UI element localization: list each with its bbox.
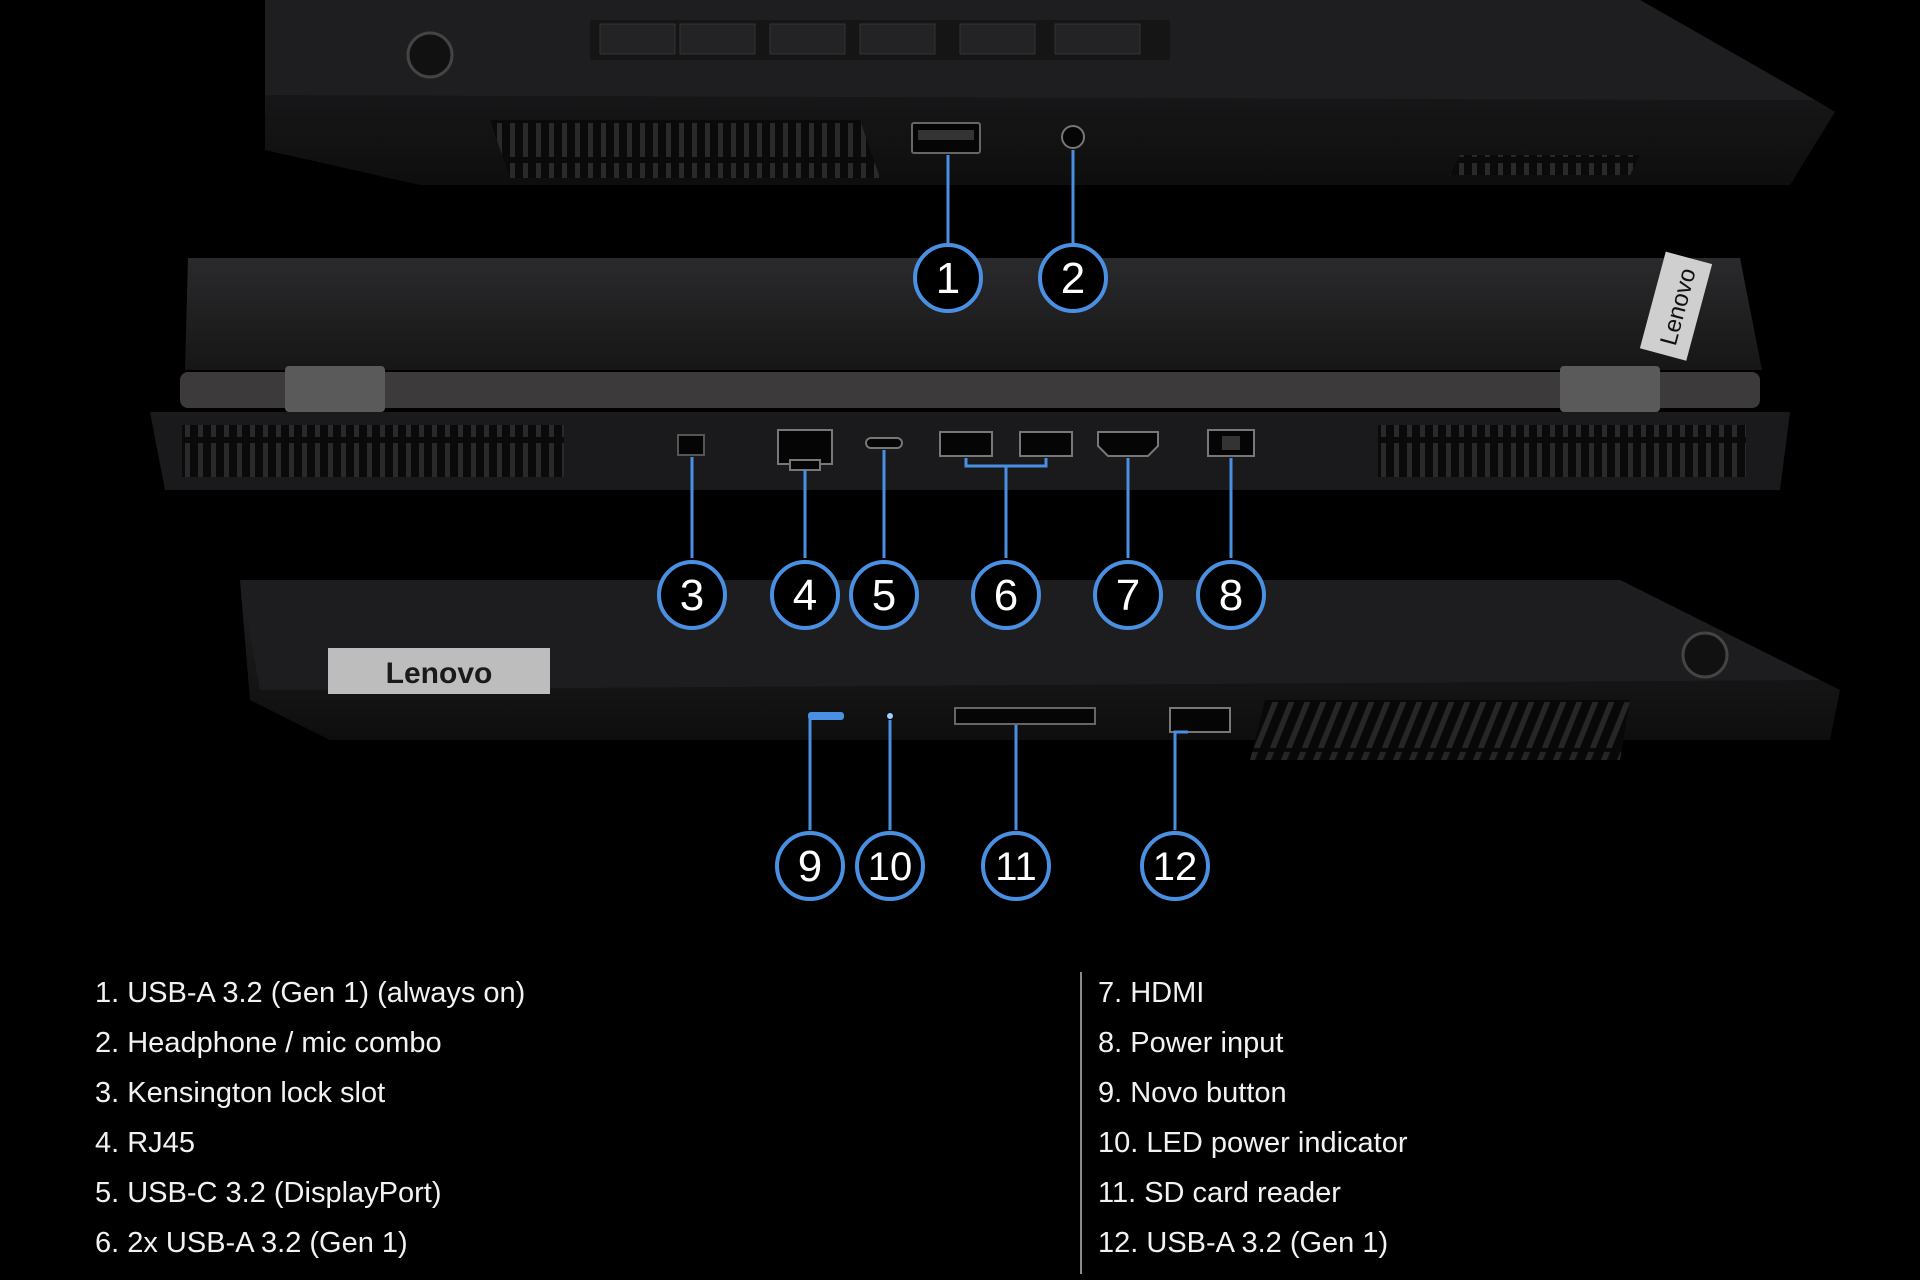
usb-a-port-rear-1	[939, 431, 993, 457]
legend-item: 11. SD card reader	[1098, 1177, 1341, 1209]
hdmi-port	[1097, 431, 1159, 457]
sd-card-slot	[954, 707, 1096, 725]
legend-right: 7. HDMI 8. Power input 9. Novo button 10…	[1098, 968, 1408, 1268]
lenovo-badge-icon	[406, 31, 454, 79]
legend-item: 10. LED power indicator	[1098, 1127, 1408, 1159]
rj45-port	[777, 429, 833, 465]
callout-number: 11	[995, 845, 1037, 889]
callout-number: 10	[868, 845, 913, 889]
callout-number: 1	[936, 254, 960, 303]
left-side-view: Lenovo	[240, 580, 1840, 760]
callout-7: 7	[1093, 560, 1163, 630]
callout-9: 9	[775, 831, 845, 901]
legend-left: 1. USB-A 3.2 (Gen 1) (always on) 2. Head…	[95, 968, 525, 1268]
callout-lines	[690, 150, 1233, 830]
rear-vent-left	[182, 425, 564, 477]
callout-number: 3	[680, 571, 704, 620]
lenovo-logo-plate: Lenovo	[328, 648, 550, 694]
callout-number: 5	[872, 571, 896, 620]
callout-6: 6	[971, 560, 1041, 630]
headphone-jack	[1061, 125, 1085, 149]
legend-item: 12. USB-A 3.2 (Gen 1)	[1098, 1227, 1389, 1259]
legend-item: 2. Headphone / mic combo	[95, 1027, 442, 1059]
callout-number: 8	[1219, 571, 1243, 620]
lenovo-logo-text: Lenovo	[386, 657, 493, 690]
callout-2: 2	[1038, 243, 1108, 313]
callout-number: 12	[1153, 845, 1198, 889]
legend-item: 9. Novo button	[1098, 1077, 1287, 1109]
callout-number: 7	[1116, 571, 1140, 620]
callout-number: 6	[994, 571, 1018, 620]
callouts: 1 2 3 4 5 6 7 8	[657, 243, 1266, 901]
callout-10: 10	[855, 831, 925, 901]
rear-vent-right	[1378, 425, 1746, 477]
callout-8: 8	[1196, 560, 1266, 630]
legend-divider	[1080, 972, 1082, 1274]
callout-11: 11	[981, 831, 1051, 901]
callout-3: 3	[657, 560, 727, 630]
legend-item: 3. Kensington lock slot	[95, 1077, 386, 1109]
callout-number: 9	[798, 842, 822, 891]
usb-c-port	[865, 437, 903, 449]
usb-a-port-left	[1169, 707, 1231, 733]
legend-item: 8. Power input	[1098, 1027, 1284, 1059]
usb-a-port-rear-2	[1019, 431, 1073, 457]
callout-5: 5	[849, 560, 919, 630]
callout-number: 2	[1061, 254, 1085, 303]
kensington-lock-slot	[677, 434, 705, 456]
callout-4: 4	[770, 560, 840, 630]
right-side-view	[265, 0, 1835, 185]
legend-item: 4. RJ45	[95, 1127, 195, 1159]
legend-item: 6. 2x USB-A 3.2 (Gen 1)	[95, 1227, 408, 1259]
callout-1: 1	[913, 243, 983, 313]
callout-number: 4	[793, 571, 817, 620]
legend-item: 7. HDMI	[1098, 977, 1205, 1009]
side-vent	[490, 120, 880, 178]
legend-item: 5. USB-C 3.2 (DisplayPort)	[95, 1177, 442, 1209]
side-vent-rear	[1450, 155, 1640, 175]
callout-12: 12	[1140, 831, 1210, 901]
lenovo-badge-icon-left	[1681, 631, 1729, 679]
legend-item: 1. USB-A 3.2 (Gen 1) (always on)	[95, 977, 526, 1009]
rear-view: Lenovo	[150, 251, 1790, 490]
hinge-bar	[180, 372, 1760, 408]
left-side-vent	[1250, 700, 1630, 760]
power-led-indicator	[887, 713, 893, 719]
laptop-ports-figure: Lenovo Lenovo	[150, 0, 1840, 901]
